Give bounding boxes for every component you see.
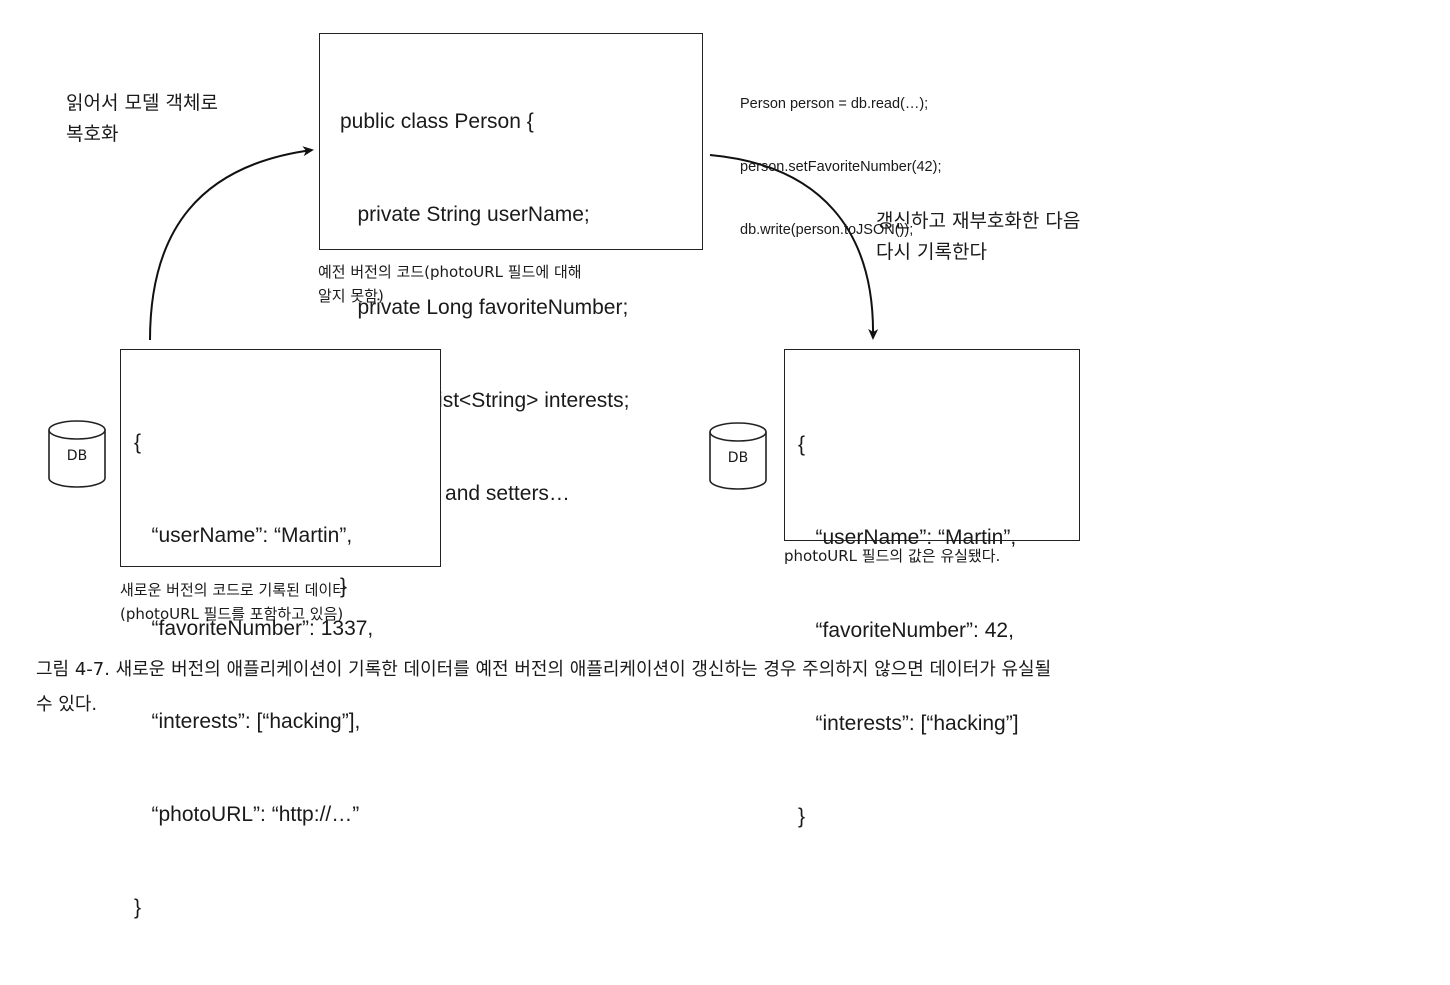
old-code-caption: 예전 버전의 코드(photoURL 필드에 대해 알지 못함): [318, 260, 582, 308]
json-line: “interests”: [“hacking”],: [134, 710, 361, 733]
database-icon: [48, 420, 106, 488]
figure-caption-line: 수 있다.: [36, 694, 98, 715]
label-line: 갱신하고 재부호화한 다음: [876, 210, 1081, 232]
json-line: {: [134, 431, 142, 454]
json-line: “photoURL”: “http://…”: [134, 803, 360, 826]
json-line: “favoriteNumber”: 1337,: [134, 617, 374, 640]
json-line: “favoriteNumber”: 42,: [798, 619, 1014, 642]
caption-line: 알지 못함): [318, 287, 384, 305]
new-data-caption: 새로운 버전의 코드로 기록된 데이터 (photoURL 필드를 포함하고 있…: [120, 578, 346, 626]
figure-caption: 그림 4-7. 새로운 버전의 애플리케이션이 기록한 데이터를 예전 버전의 …: [36, 652, 1436, 722]
snippet-line: person.setFavoriteNumber(42);: [740, 159, 942, 175]
code-line: public class Person {: [340, 110, 534, 133]
json-line: }: [134, 896, 142, 919]
label-line: 복호화: [66, 123, 119, 145]
json-line: “userName”: “Martin”,: [798, 526, 1017, 549]
snippet-line: db.write(person.toJSON());: [740, 222, 914, 238]
database-icon-right: DB: [708, 420, 768, 492]
database-icon-left: DB: [47, 418, 107, 490]
figure-caption-line: 그림 4-7. 새로운 버전의 애플리케이션이 기록한 데이터를 예전 버전의 …: [36, 659, 1052, 680]
label-line: 다시 기록한다: [876, 241, 987, 263]
result-data-caption: photoURL 필드의 값은 유실됐다.: [784, 547, 1001, 565]
decode-arrow: [149, 146, 314, 341]
json-line: “userName”: “Martin”,: [134, 524, 353, 547]
caption-line: 예전 버전의 코드(photoURL 필드에 대해: [318, 263, 582, 281]
snippet-line: Person person = db.read(…);: [740, 96, 929, 112]
json-line: “interests”: [“hacking”]: [798, 712, 1019, 735]
new-data-box: { “userName”: “Martin”, “favoriteNumber”…: [120, 349, 441, 919]
reencode-label: 갱신하고 재부호화한 다음 다시 기록한다: [876, 206, 1080, 268]
database-icon: [709, 422, 767, 490]
code-line: private Long favoriteNumber;: [340, 296, 629, 319]
result-data-box: { “userName”: “Martin”, “favoriteNumber”…: [784, 349, 1080, 828]
old-code-box: public class Person { private String use…: [319, 33, 703, 598]
arrows-layer: [149, 146, 879, 341]
json-line: {: [798, 433, 806, 456]
label-line: 읽어서 모델 객체로: [66, 92, 218, 114]
db-label: DB: [727, 450, 749, 466]
reencode-arrow: [709, 154, 879, 340]
caption-line: 새로운 버전의 코드로 기록된 데이터: [120, 581, 347, 599]
code-line: private String userName;: [340, 203, 590, 226]
code-line: }: [340, 575, 348, 598]
decode-label: 읽어서 모델 객체로 복호화: [66, 88, 218, 150]
caption-line: (photoURL 필드를 포함하고 있음): [120, 605, 344, 623]
json-line: }: [798, 805, 806, 828]
db-label: DB: [66, 448, 88, 464]
update-snippet: Person person = db.read(…); person.setFa…: [740, 52, 941, 262]
